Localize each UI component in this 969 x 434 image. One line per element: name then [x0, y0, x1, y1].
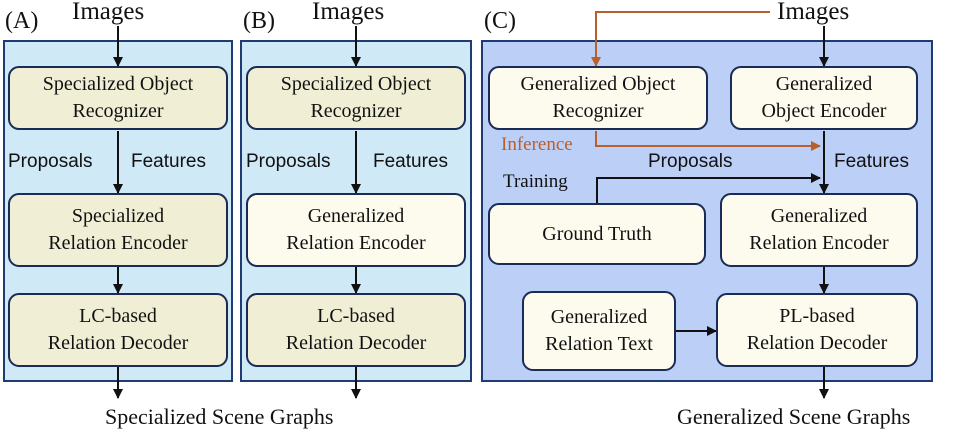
arrow-c-images-to-recognizer — [591, 11, 770, 67]
ground-truth-box: Ground Truth — [488, 203, 706, 265]
panel-c-input-label: Images — [777, 0, 850, 25]
panel-b-label: (B) — [243, 8, 275, 34]
training-label: Training — [503, 171, 568, 192]
features-label: Features — [834, 151, 909, 172]
proposals-label: Proposals — [648, 151, 733, 172]
generalized-relation-encoder-box: Generalized Relation Encoder — [720, 193, 918, 267]
features-label: Features — [373, 151, 448, 172]
arrow-c-training — [596, 173, 821, 203]
inference-label: Inference — [501, 134, 573, 155]
specialized-relation-encoder-box: Specialized Relation Encoder — [8, 193, 228, 267]
generalized-object-encoder-box: Generalized Object Encoder — [730, 66, 918, 130]
pl-relation-decoder-box: PL-based Relation Decoder — [716, 293, 918, 367]
features-label: Features — [131, 151, 206, 172]
generalized-object-recognizer-box: Generalized Object Recognizer — [488, 66, 708, 130]
lc-relation-decoder-box: LC-based Relation Decoder — [246, 293, 466, 367]
specialized-object-recognizer-box: Specialized Object Recognizer — [246, 66, 466, 130]
generalized-scene-graphs-output: Generalized Scene Graphs — [677, 404, 911, 429]
panel-b-input-label: Images — [312, 0, 385, 25]
arrow-c-inference — [595, 131, 821, 151]
specialized-scene-graphs-output: Specialized Scene Graphs — [105, 404, 334, 429]
generalized-relation-text-box: Generalized Relation Text — [522, 291, 676, 371]
generalized-relation-encoder-box: Generalized Relation Encoder — [246, 193, 466, 267]
lc-relation-decoder-box: LC-based Relation Decoder — [8, 293, 228, 367]
proposals-label: Proposals — [8, 151, 93, 172]
proposals-label: Proposals — [246, 151, 331, 172]
panel-c-label: (C) — [484, 8, 516, 34]
panel-a-label: (A) — [5, 8, 39, 34]
panel-a-input-label: Images — [72, 0, 145, 25]
specialized-object-recognizer-box: Specialized Object Recognizer — [8, 66, 228, 130]
